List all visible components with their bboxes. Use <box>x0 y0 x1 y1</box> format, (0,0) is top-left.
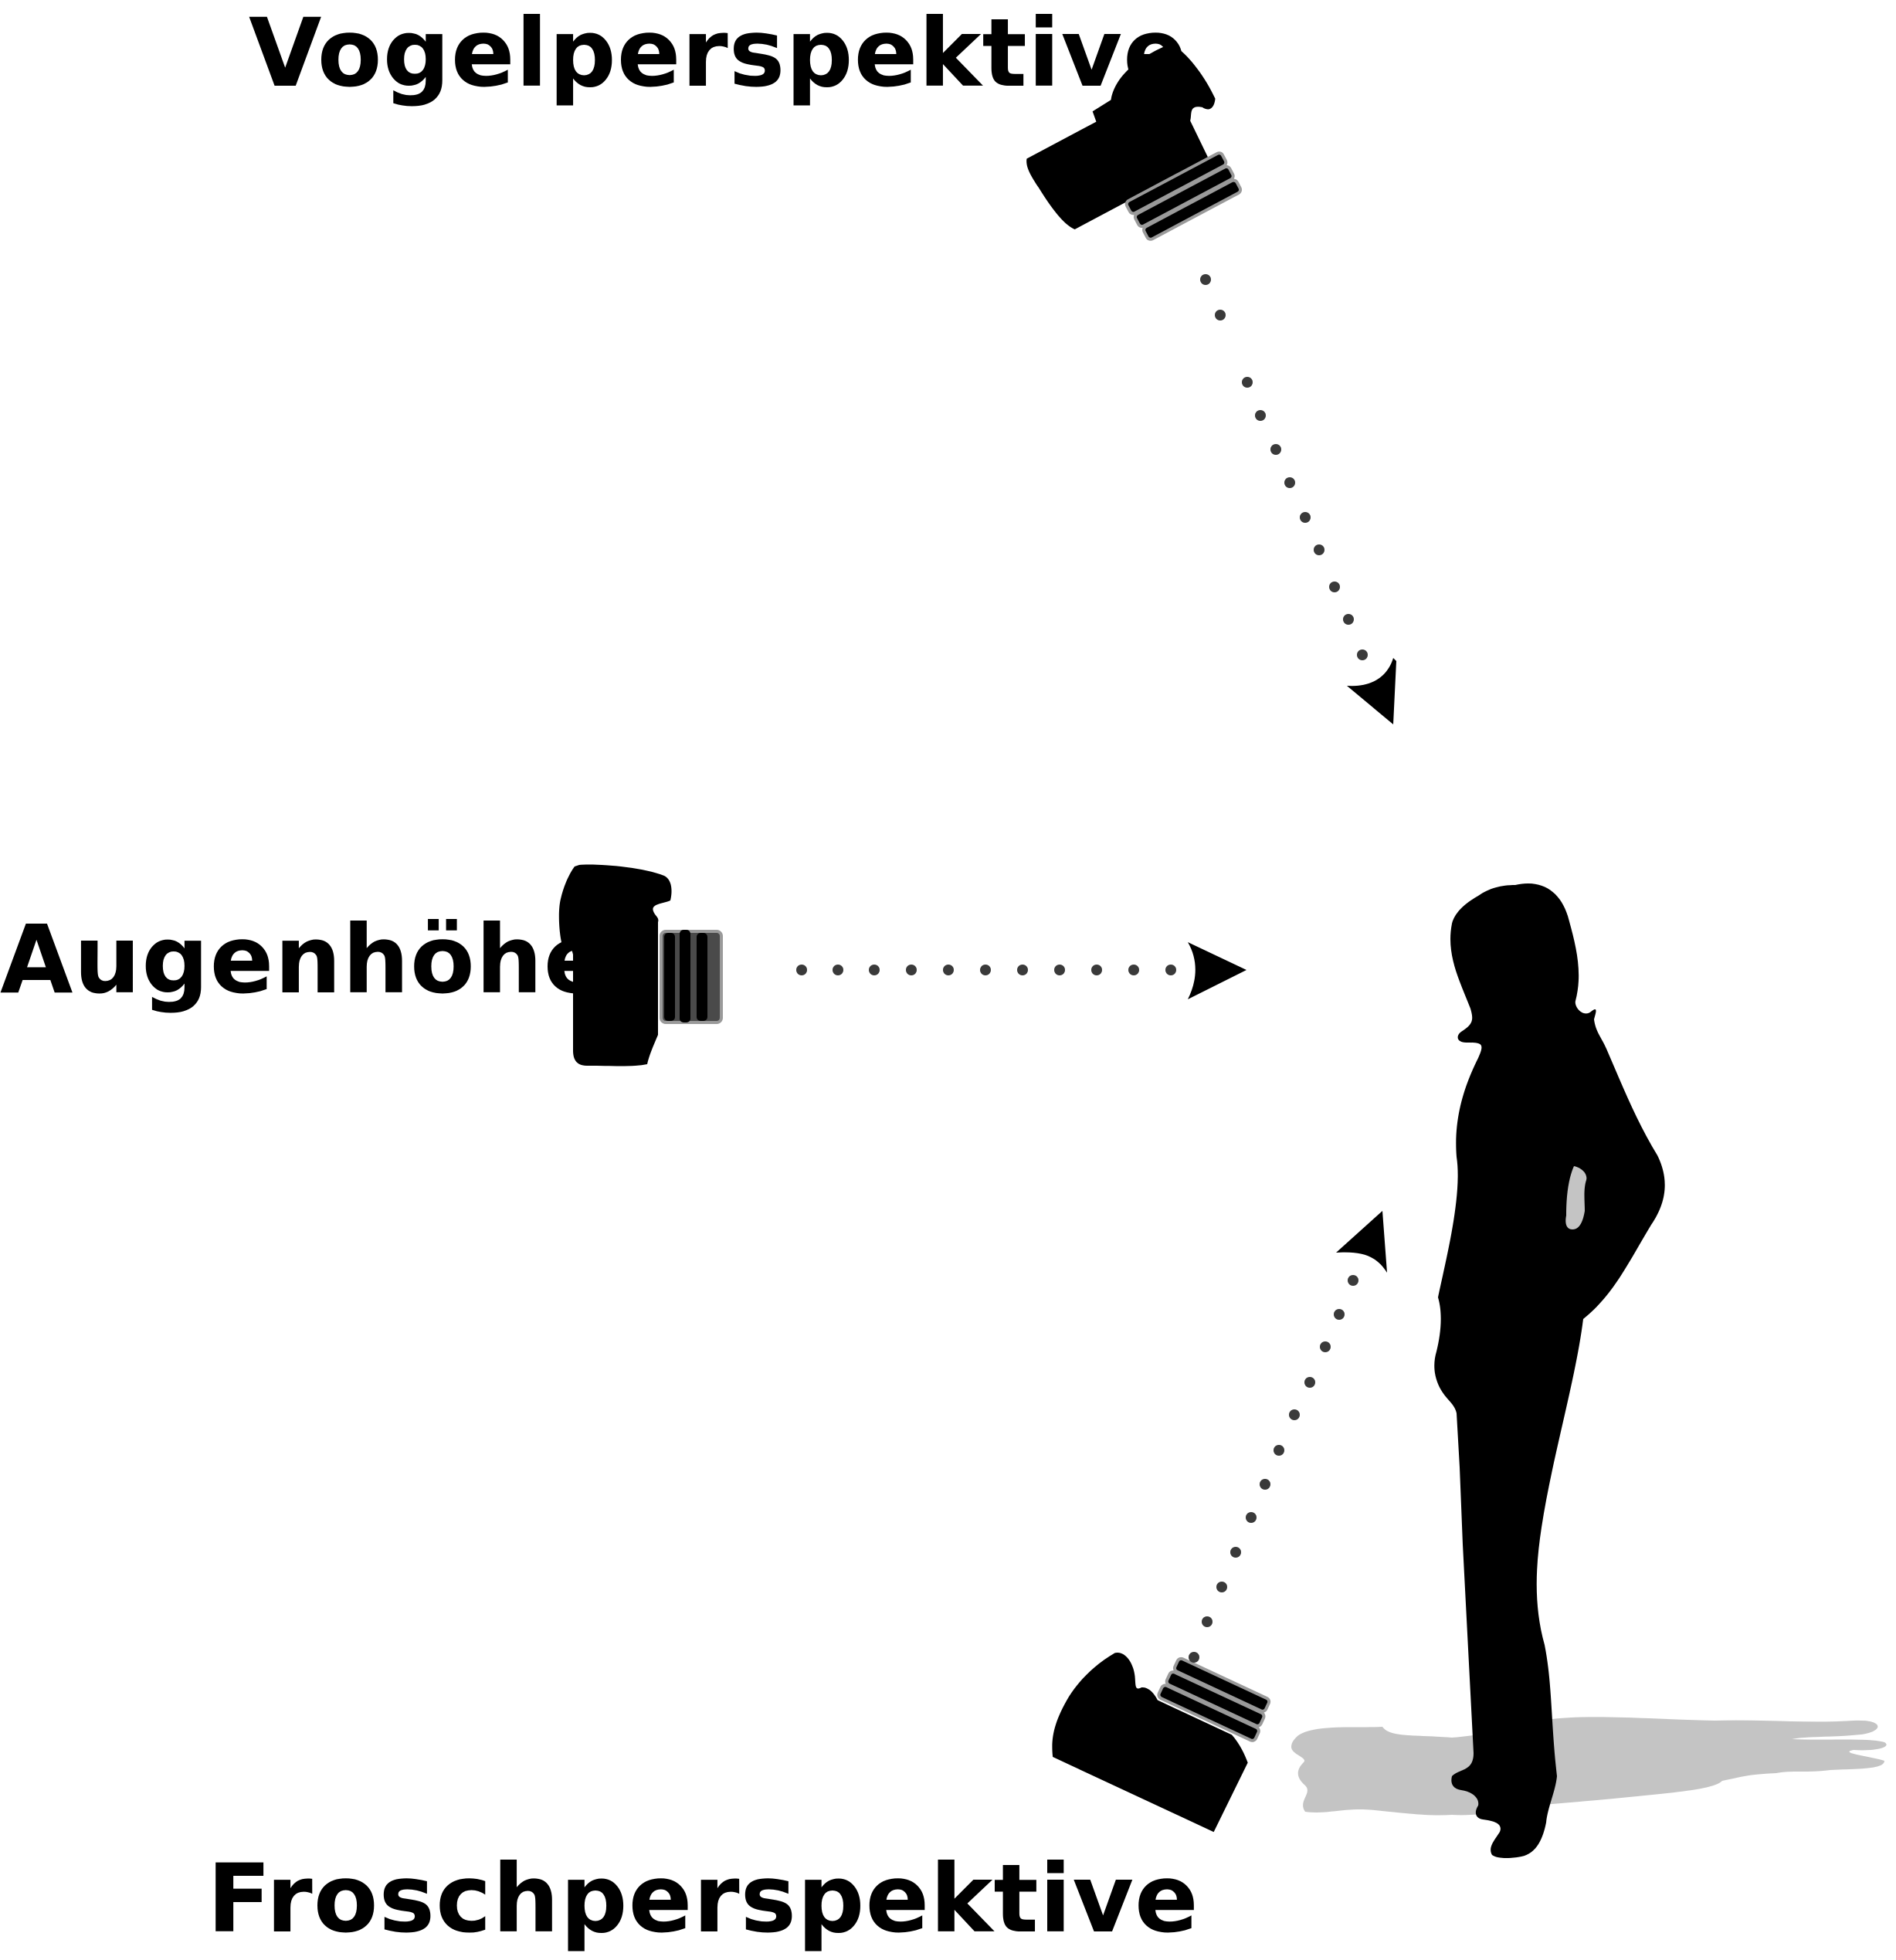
camera-icon-top <box>1026 43 1243 241</box>
dotted-arrow-middle <box>796 942 1246 999</box>
label-eye-level: Augenhöhe <box>0 905 609 1015</box>
person-silhouette <box>1434 883 1665 1858</box>
camera-icon-bottom <box>1052 1653 1271 1833</box>
hand-highlight <box>1565 1166 1587 1229</box>
camera-icon-middle <box>558 864 723 1066</box>
lens <box>1157 1657 1271 1742</box>
dotted-arrow-bottom <box>1189 1211 1387 1663</box>
ground-shadow <box>1291 1717 1887 1816</box>
arrow-head-bottom <box>1336 1211 1387 1273</box>
arrow-head-top <box>1347 658 1396 724</box>
arrow-head-middle <box>1188 942 1246 999</box>
label-birds-eye-view: Vogelperspektive <box>249 0 1188 108</box>
lens <box>1124 151 1243 241</box>
dotted-arrow-top <box>1200 274 1396 724</box>
label-worms-eye-view: Froschperspektive <box>207 1844 1199 1954</box>
